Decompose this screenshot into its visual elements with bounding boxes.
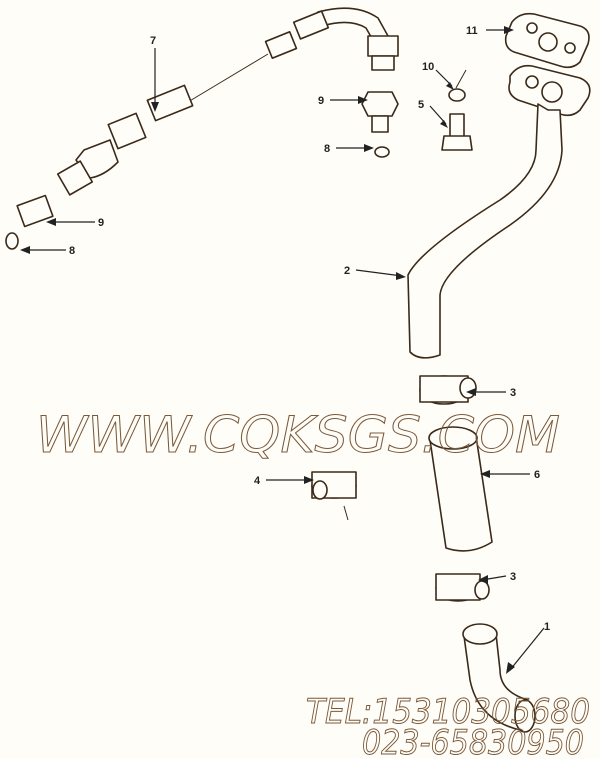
gasket-and-flange xyxy=(504,12,591,117)
tube xyxy=(407,103,563,359)
upper-fittings xyxy=(361,88,473,158)
watermark-url: WWW.CQKSGS.COM xyxy=(36,406,560,464)
callout-8: 8 xyxy=(324,143,330,155)
elbow-tube xyxy=(462,623,536,733)
callout-10: 10 xyxy=(422,61,434,73)
callout-7: 7 xyxy=(150,35,156,47)
callout-5: 5 xyxy=(418,99,424,111)
callout-2: 2 xyxy=(344,265,350,277)
callout-3: 3 xyxy=(510,571,516,583)
hose-assembly xyxy=(56,7,399,196)
callout-11: 11 xyxy=(466,25,478,37)
callout-3: 3 xyxy=(510,387,516,399)
watermark-phone: 023-65830950 xyxy=(362,723,584,759)
rubber-hose xyxy=(428,426,493,552)
callout-6: 6 xyxy=(534,469,540,481)
callout-1: 1 xyxy=(544,621,550,633)
callout-9: 9 xyxy=(318,95,324,107)
clamps xyxy=(311,375,490,602)
left-fitting xyxy=(5,194,54,250)
leader-lines xyxy=(20,26,545,674)
callout-8: 8 xyxy=(69,245,75,257)
callout-9: 9 xyxy=(98,217,104,229)
watermark-tel: TEL:15310305680 xyxy=(306,692,590,732)
callout-4: 4 xyxy=(254,475,261,487)
